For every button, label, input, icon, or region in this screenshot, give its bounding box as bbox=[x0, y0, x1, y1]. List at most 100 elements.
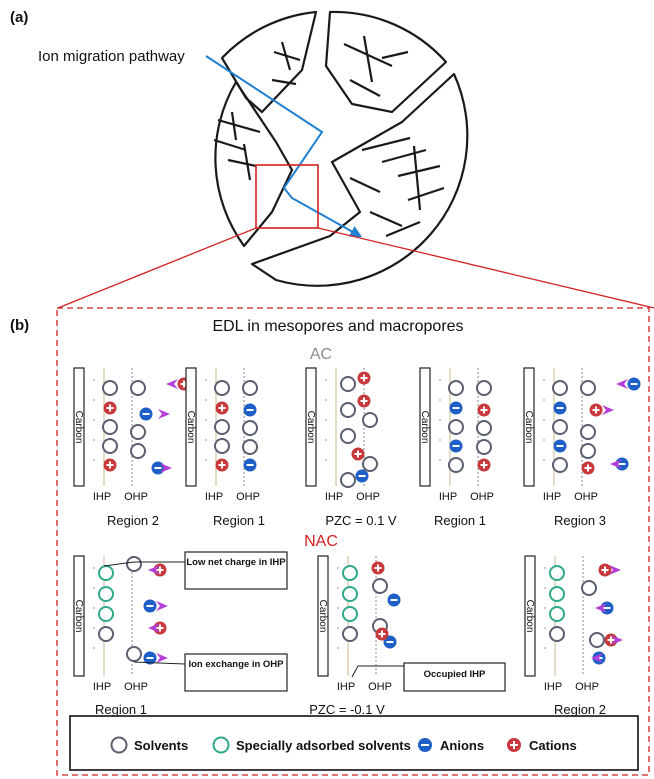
ihp-label: IHP bbox=[543, 491, 561, 503]
solvent-molecule bbox=[580, 443, 596, 459]
solvent-molecule bbox=[362, 412, 378, 428]
solvent-molecule bbox=[340, 376, 356, 392]
solvent-molecule bbox=[214, 438, 230, 454]
solvent-molecule bbox=[580, 424, 596, 440]
legend-special-solvents: Specially adsorbed solvents bbox=[236, 738, 411, 753]
solvent-molecule bbox=[340, 402, 356, 418]
electrode-label: Carbon bbox=[185, 411, 196, 444]
zoom-highlight-box bbox=[255, 164, 319, 229]
ihp-label: IHP bbox=[337, 681, 355, 693]
legend-anions: Anions bbox=[440, 738, 484, 753]
special-solvent-molecule bbox=[549, 565, 565, 581]
solvent-molecule bbox=[552, 419, 568, 435]
special-solvent-molecule bbox=[98, 606, 114, 622]
migration-arrow-icon bbox=[156, 601, 168, 611]
ohp-label: OHP bbox=[575, 681, 599, 693]
solvent-molecule bbox=[552, 380, 568, 396]
solvent-molecule bbox=[126, 646, 142, 662]
electrode-label: Carbon bbox=[305, 411, 316, 444]
ac-region-label: Region 2 bbox=[107, 513, 159, 528]
solvent-molecule bbox=[448, 457, 464, 473]
migration-arrow-icon bbox=[595, 603, 607, 613]
migration-arrow-icon bbox=[148, 565, 160, 575]
cation bbox=[357, 394, 371, 408]
nac-region-label: Region 2 bbox=[554, 702, 606, 717]
solvent-molecule bbox=[589, 632, 605, 648]
migration-arrow-icon bbox=[158, 409, 170, 419]
special-solvent-molecule bbox=[549, 586, 565, 602]
solvent-molecule bbox=[581, 580, 597, 596]
migration-arrow-icon bbox=[609, 565, 621, 575]
ohp-label: OHP bbox=[236, 491, 260, 503]
anion bbox=[355, 469, 369, 483]
solvent-molecule bbox=[130, 443, 146, 459]
nac-label: NAC bbox=[304, 533, 338, 550]
special-solvent-molecule bbox=[342, 606, 358, 622]
cation bbox=[103, 401, 117, 415]
ihp-label: IHP bbox=[439, 491, 457, 503]
solvent-molecule bbox=[476, 439, 492, 455]
solvent-molecule bbox=[130, 424, 146, 440]
anion bbox=[151, 461, 165, 475]
ihp-label: IHP bbox=[205, 491, 223, 503]
solvent-molecule bbox=[242, 420, 258, 436]
callout-occupied-ihp: Occupied IHP bbox=[351, 662, 506, 692]
ac-region-label: PZC = 0.1 V bbox=[325, 513, 396, 528]
pore-segment-top bbox=[220, 10, 318, 114]
callout-ion-exchange: Ion exchange in OHP bbox=[133, 653, 288, 692]
solvent-molecule bbox=[549, 626, 565, 642]
solvent-molecule bbox=[342, 626, 358, 642]
migration-arrow-icon bbox=[611, 635, 623, 645]
cation bbox=[103, 458, 117, 472]
cation bbox=[598, 563, 612, 577]
anion bbox=[243, 403, 257, 417]
ac-region-label: Region 1 bbox=[213, 513, 265, 528]
migration-arrow-icon bbox=[148, 623, 160, 633]
cation bbox=[357, 371, 371, 385]
ihp-label: IHP bbox=[93, 491, 111, 503]
solvent-molecule bbox=[580, 380, 596, 396]
legend-frame bbox=[69, 715, 639, 771]
cation bbox=[477, 403, 491, 417]
electrode-label: Carbon bbox=[73, 600, 84, 633]
nac-region-label: PZC = -0.1 V bbox=[309, 702, 385, 717]
electrode-label: Carbon bbox=[523, 411, 534, 444]
anion bbox=[553, 401, 567, 415]
ihp-label: IHP bbox=[544, 681, 562, 693]
anion bbox=[143, 651, 157, 665]
anion bbox=[553, 439, 567, 453]
zoom-line-left bbox=[57, 227, 257, 309]
legend-cations: Cations bbox=[529, 738, 577, 753]
panel-b-title: EDL in mesopores and macropores bbox=[212, 318, 463, 335]
solvent-molecule bbox=[214, 419, 230, 435]
solvent-molecule bbox=[448, 419, 464, 435]
solvent-molecule bbox=[476, 420, 492, 436]
callout-low-net-charge: Low net charge in IHP bbox=[103, 551, 288, 590]
ihp-label: IHP bbox=[93, 681, 111, 693]
special-solvent-molecule bbox=[98, 586, 114, 602]
solvent-molecule bbox=[448, 380, 464, 396]
electrode-bar bbox=[317, 555, 329, 677]
zoom-line-right bbox=[317, 227, 654, 309]
migration-arrow-icon bbox=[610, 459, 622, 469]
solvent-molecule bbox=[372, 578, 388, 594]
legend: Solvents Specially adsorbed solvents Ani… bbox=[69, 715, 639, 771]
special-solvent-legend-icon bbox=[212, 736, 230, 754]
migration-arrow-icon bbox=[616, 379, 628, 389]
ac-label: AC bbox=[310, 346, 332, 363]
solvent-molecule bbox=[340, 428, 356, 444]
special-solvent-molecule bbox=[549, 606, 565, 622]
cation bbox=[581, 461, 595, 475]
solvent-molecule bbox=[102, 419, 118, 435]
solvent-molecule bbox=[98, 626, 114, 642]
anion bbox=[243, 458, 257, 472]
solvent-molecule bbox=[130, 380, 146, 396]
migration-arrow-icon bbox=[166, 379, 178, 389]
cation bbox=[371, 561, 385, 575]
